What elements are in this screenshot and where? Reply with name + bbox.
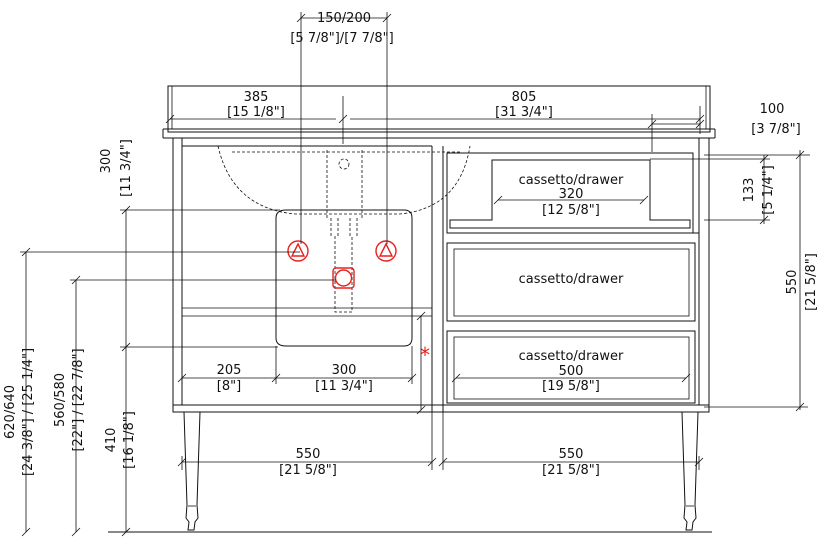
shelf-height-inch-label: [16 1/8"]	[122, 411, 137, 469]
left-bay-label: 550	[296, 447, 321, 462]
top-drawer-height-inch-label: [5 1/4"]	[761, 165, 776, 214]
right-width-inch-label: [31 3/4"]	[495, 105, 553, 120]
drawer-top-label: cassetto/drawer	[519, 173, 624, 188]
basin-width-label: 300	[332, 363, 357, 378]
cabinet-legs	[183, 411, 699, 531]
trap-panel	[275, 209, 413, 347]
drawer-middle-label: cassetto/drawer	[519, 272, 624, 287]
mid-height-inch-label: [22"] / [22 7/8"]	[71, 348, 86, 451]
side-offset-inch-label: [8"]	[217, 379, 241, 394]
left-bay-inch-label: [21 5/8"]	[279, 463, 337, 478]
drawer-middle	[446, 242, 696, 322]
drawer-top-width-inch-label: [12 5/8"]	[542, 203, 600, 218]
basin-depth-inch-label: [11 3/4"]	[119, 139, 134, 197]
side-offset-label: 205	[217, 363, 242, 378]
marker-asterisk: *	[420, 343, 430, 367]
left-width-inch-label: [15 1/8"]	[227, 105, 285, 120]
drain-outlet-icon	[332, 267, 355, 289]
overhang-inch-label: [3 7/8"]	[751, 122, 800, 137]
drawer-bottom-width-label: 500	[559, 364, 584, 379]
basin-depth-label: 300	[99, 149, 114, 174]
drawer-bottom-width-inch-label: [19 5/8"]	[542, 379, 600, 394]
tap-spacing-inch-label: [5 7/8"]/[7 7/8"]	[290, 31, 393, 46]
top-drawer-height-label: 133	[742, 178, 757, 203]
total-height-label: 620/640	[3, 385, 18, 439]
drawer-bottom	[446, 330, 696, 404]
cabinet-height-inch-label: [21 5/8"]	[804, 253, 819, 311]
right-bay-label: 550	[559, 447, 584, 462]
overhang-label: 100	[760, 102, 785, 117]
drawer-top-width-label: 320	[559, 187, 584, 202]
drawer-top	[446, 152, 699, 234]
basin	[217, 145, 471, 313]
cabinet-frame	[172, 137, 710, 413]
drawer-bottom-label: cassetto/drawer	[519, 349, 624, 364]
dimension-lines	[20, 12, 810, 537]
left-width-label: 385	[244, 90, 269, 105]
mid-height-label: 560/580	[53, 373, 68, 427]
hot-water-supply-icon	[375, 240, 397, 262]
total-height-inch-label: [24 3/8"] / [25 1/4"]	[21, 348, 36, 476]
shelf-height-label: 410	[104, 428, 119, 453]
cabinet-height-label: 550	[785, 270, 800, 295]
cold-water-supply-icon	[287, 240, 309, 262]
right-width-label: 805	[512, 90, 537, 105]
tap-spacing-label: 150/200	[317, 11, 371, 26]
right-bay-inch-label: [21 5/8"]	[542, 463, 600, 478]
dimension-labels: 150/200 [5 7/8"]/[7 7/8"] 385 [15 1/8"] …	[3, 11, 819, 478]
basin-width-inch-label: [11 3/4"]	[315, 379, 373, 394]
